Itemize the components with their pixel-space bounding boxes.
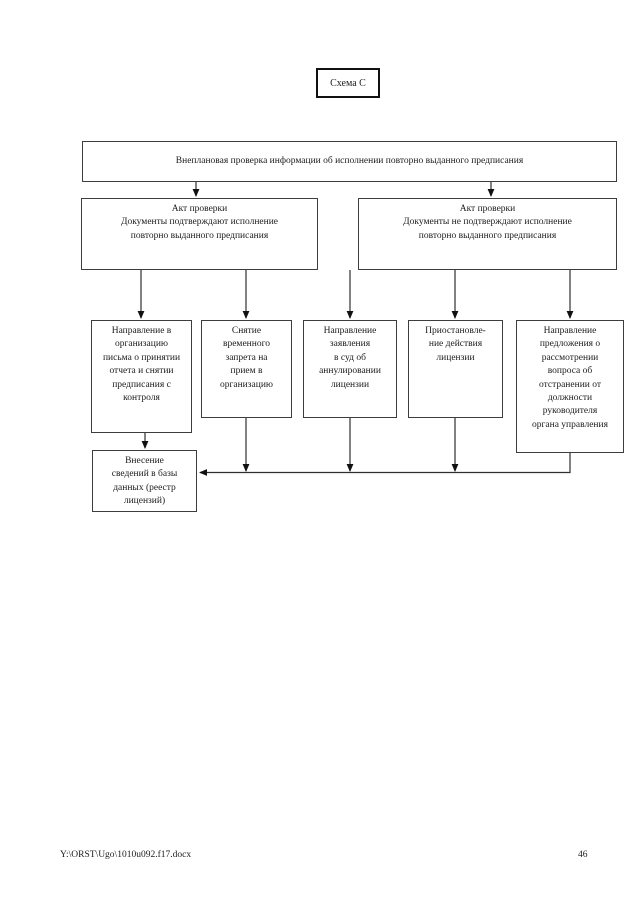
footer-file-path: Y:\ORST\Ugo\1010u092.f17.docx bbox=[60, 850, 192, 860]
schema-label: Схема С bbox=[330, 77, 366, 89]
arrow-collector-to-database bbox=[199, 453, 571, 476]
node-unscheduled-inspection: Внеплановая проверка информации об испол… bbox=[82, 141, 617, 182]
footer-page-number: 46 bbox=[578, 850, 588, 860]
schema-label-box: Схема С bbox=[316, 68, 380, 98]
